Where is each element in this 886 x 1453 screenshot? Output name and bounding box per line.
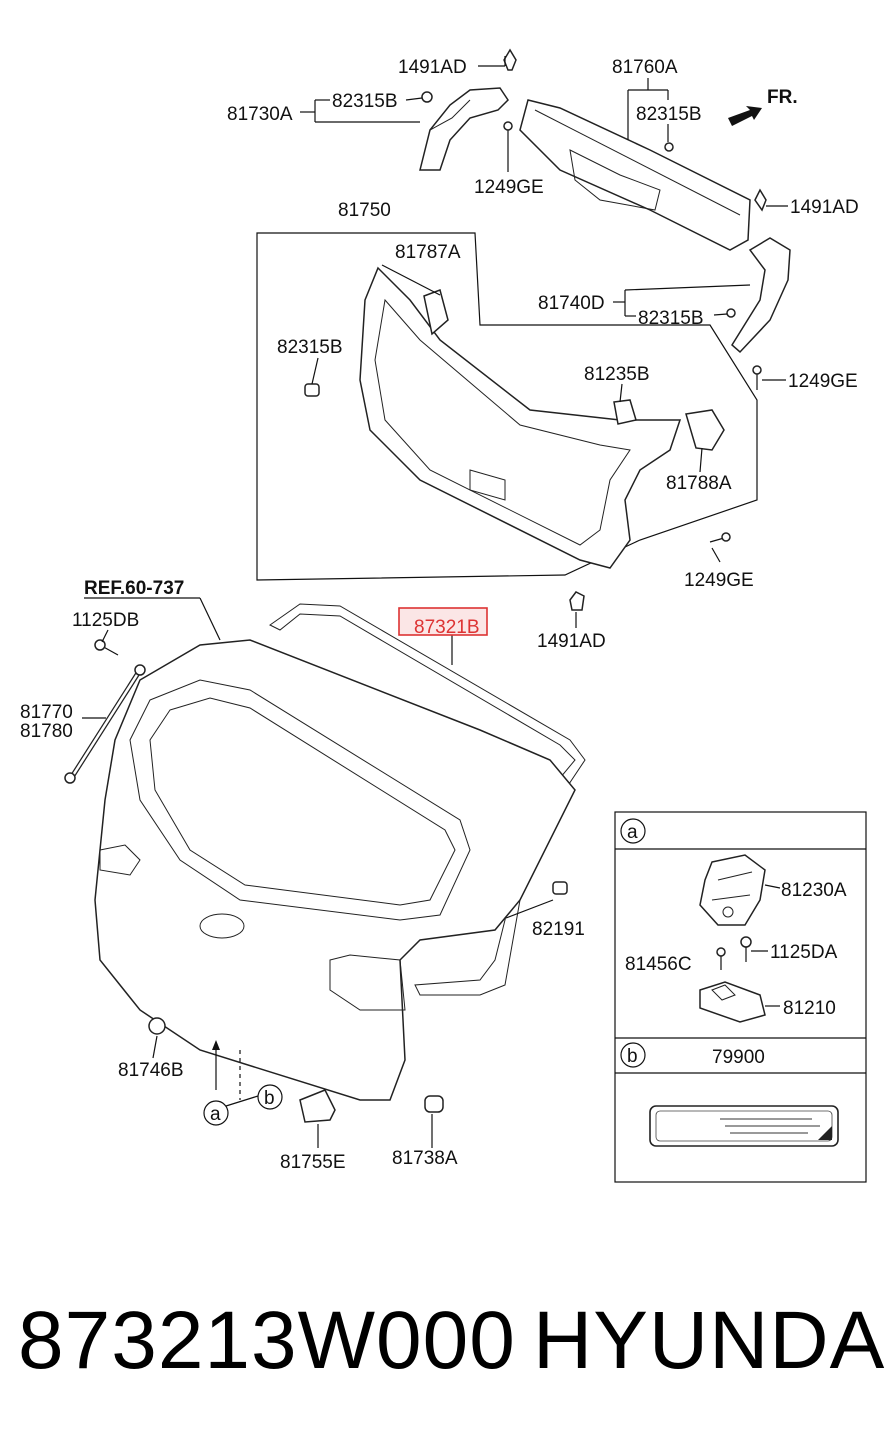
- footer-brand: HYUNDAI: [533, 1295, 886, 1386]
- screw-81456c: [716, 947, 726, 970]
- label-bolt-strut: 1125DB: [72, 610, 139, 631]
- leader-latch: [764, 884, 781, 889]
- callout-b: b: [257, 1084, 283, 1110]
- label-screw: 81456C: [625, 954, 692, 975]
- screw-1249ge-right: [752, 365, 762, 390]
- highlight-box: [398, 607, 488, 636]
- label-strut-2: 81780: [20, 721, 73, 742]
- label-screw-right: 1249GE: [788, 371, 858, 392]
- label-screw-lower: 1249GE: [684, 570, 754, 591]
- svg-text:b: b: [627, 1046, 638, 1067]
- clip-82315b-panel: [304, 383, 320, 397]
- bumper-82191: [552, 881, 568, 895]
- clip-1491ad-top: [503, 48, 517, 71]
- tailgate-drawing: [94, 603, 586, 1101]
- label-clip-right: 82315B: [638, 308, 704, 329]
- latch-81230a-drawing: [699, 854, 766, 926]
- label-inset-b-part: 79900: [712, 1047, 765, 1068]
- front-arrow-icon: [728, 106, 762, 126]
- inset-marker-b: b: [620, 1042, 646, 1068]
- screw-1249ge-top: [503, 121, 513, 150]
- front-direction-label: FR.: [767, 87, 798, 108]
- label-bumper-right: 82191: [532, 919, 585, 940]
- ref-label: REF.60-737: [84, 578, 184, 599]
- label-cover-left: 81730A: [227, 104, 293, 125]
- label-clip-right-top: 1491AD: [790, 197, 859, 218]
- highlighted-part-label: 87321B: [414, 617, 480, 638]
- svg-text:a: a: [627, 822, 638, 843]
- label-handle: 81755E: [280, 1152, 346, 1173]
- strut-drawing: [64, 664, 146, 784]
- label-trim-panel: 81750: [338, 200, 391, 221]
- svg-text:a: a: [210, 1104, 221, 1125]
- stopper-81746b: [148, 1017, 166, 1035]
- trim-panel-boundary: [256, 232, 758, 581]
- label-clip-left: 82315B: [332, 91, 398, 112]
- label-clip-panel: 82315B: [277, 337, 343, 358]
- clip-1491ad-right: [754, 188, 767, 212]
- label-strut-1: 81770: [20, 702, 73, 723]
- label-top-clip-left: 1491AD: [398, 57, 467, 78]
- label-screw-upper: 1249GE: [474, 177, 544, 198]
- label-trim-upper: 81760A: [612, 57, 678, 78]
- screw-1249ge-lower: [709, 532, 731, 543]
- parts-diagram: 1491AD 81760A FR. 81730A 82315B 82315B 1…: [20, 48, 867, 1183]
- label-bolt: 1125DA: [770, 942, 838, 963]
- label-bracket-mid: 81235B: [584, 364, 650, 385]
- bolt-1125db: [94, 639, 119, 656]
- bracket-81235b: [613, 399, 637, 425]
- label-clip-lower: 1491AD: [537, 631, 606, 652]
- clip-82315b-top-left: [421, 91, 433, 103]
- label-latch: 81230A: [781, 880, 847, 901]
- trim-81750-drawing: [359, 266, 682, 569]
- striker-81210-drawing: [699, 981, 766, 1023]
- trim-81760a-drawing: [519, 99, 751, 251]
- label-bracket-left: 81787A: [395, 242, 461, 263]
- label-bracket-right: 81788A: [666, 473, 732, 494]
- clip-82315b-right: [726, 308, 736, 318]
- label-striker: 81210: [783, 998, 836, 1019]
- cover-81730a-drawing: [419, 87, 509, 171]
- svg-text:b: b: [264, 1088, 275, 1109]
- inset-marker-a: a: [620, 818, 646, 844]
- clip-1491ad-lower: [569, 591, 585, 611]
- footer-part-number: 873213W000: [18, 1295, 516, 1386]
- label-clip-upper: 82315B: [636, 104, 702, 125]
- label-cover-right: 81740D: [538, 293, 605, 314]
- handle-81755e: [299, 1089, 336, 1123]
- callout-a: a: [203, 1100, 229, 1126]
- cover-81740d-drawing: [731, 237, 791, 354]
- bolt-1125da: [740, 936, 752, 962]
- emblem-plate-79900-drawing: [649, 1105, 839, 1147]
- clip-82315b-upper: [664, 142, 674, 152]
- label-bumper-lower: 81738A: [392, 1148, 458, 1169]
- label-stopper-left: 81746B: [118, 1060, 184, 1081]
- bumper-81738a: [424, 1095, 444, 1113]
- bracket-81788a: [685, 409, 725, 451]
- leader-lines: [82, 56, 788, 1148]
